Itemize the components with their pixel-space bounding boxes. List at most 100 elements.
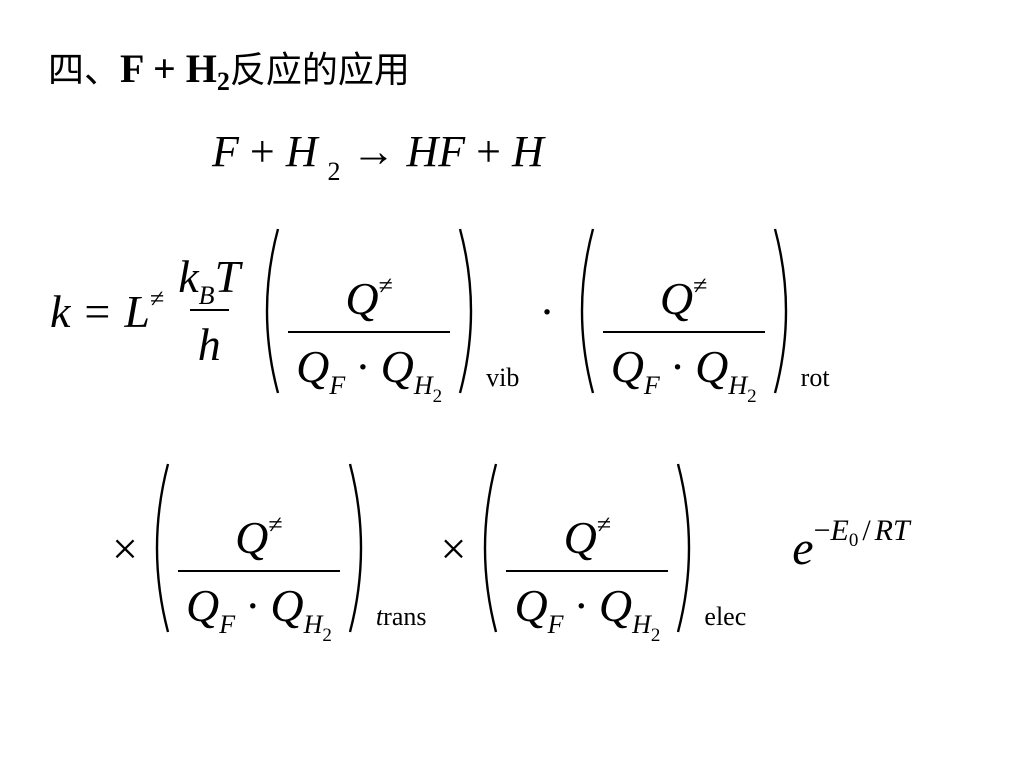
slide-heading: 四、F + H2反应的应用: [48, 44, 410, 96]
right-paren-icon: [771, 225, 799, 397]
rate-formula-line-2: × Q≠ QF·QH2 trans × Q≠ QF·QH2 elec e−E0/…: [112, 458, 910, 646]
left-paren-icon: [472, 460, 500, 636]
heading-reactant-sub: 2: [216, 67, 230, 96]
elec-ratio-group: Q≠ QF·QH2 elec: [472, 460, 747, 646]
q-activated: Q: [659, 273, 694, 324]
vib-numerator: Q≠: [337, 269, 401, 331]
boltzmann-exponential: e−E0/RT: [792, 515, 909, 576]
rate-formula-line-1: k = L≠ kBT h Q≠ QF·QH2 vib · Q≠ QF·QH2 r…: [50, 222, 830, 407]
q-f-sub: F: [329, 371, 346, 400]
kbt-numerator: kBT: [170, 247, 248, 309]
cdot: ·: [245, 580, 261, 631]
q-h-2: 2: [432, 386, 443, 407]
reaction-lhs-h: H: [285, 127, 318, 176]
q-activated: Q: [345, 273, 379, 324]
rot-numerator: Q≠: [652, 269, 716, 331]
exp-slash: /: [862, 513, 871, 547]
l-letter: L: [124, 285, 150, 337]
trans-label: trans: [376, 602, 427, 632]
q-neq: ≠: [596, 510, 612, 539]
elec-label: elec: [704, 602, 747, 631]
heading-prefix: 四、: [48, 50, 121, 91]
trans-ratio-group: Q≠ QF·QH2 trans: [144, 460, 427, 646]
q-f-sub: F: [547, 610, 564, 639]
q-h2: Q: [270, 580, 304, 631]
heading-reactant-f: F + H: [120, 46, 217, 91]
q-h2-sub: H2: [413, 371, 442, 407]
reaction-plus-2: +: [476, 127, 501, 176]
times-sign: ×: [440, 522, 467, 574]
q-h2: Q: [695, 341, 729, 392]
q-h-letter: H: [303, 610, 323, 639]
trans-label-rest: rans: [383, 602, 427, 631]
trans-fraction: Q≠ QF·QH2: [177, 508, 340, 646]
reaction-lhs-h-sub: 2: [327, 157, 341, 186]
vib-fraction: Q≠ QF·QH2: [288, 269, 451, 407]
trans-denominator: QF·QH2: [177, 570, 340, 646]
left-paren-icon: [254, 225, 282, 397]
q-neq: ≠: [378, 271, 393, 300]
rot-denominator: QF·QH2: [602, 331, 765, 407]
vib-ratio-group: Q≠ QF·QH2 vib: [254, 225, 520, 407]
exp-e-energy: E: [830, 513, 849, 547]
q-h-2: 2: [650, 625, 661, 646]
q-activated: Q: [563, 512, 597, 563]
cdot: ·: [355, 341, 371, 392]
cdot: ·: [669, 341, 686, 392]
q-h2-sub: H2: [728, 371, 756, 407]
reaction-arrow: →: [351, 127, 396, 176]
q-h-letter: H: [632, 610, 651, 639]
rate-k: k: [50, 285, 71, 337]
q-h2-sub: H2: [303, 610, 332, 646]
group-cdot: ·: [539, 285, 555, 337]
q-h2-sub: H2: [632, 610, 660, 646]
temperature-t: T: [214, 251, 241, 302]
equals-sign: =: [84, 285, 111, 337]
q-h-letter: H: [413, 371, 433, 400]
trans-numerator: Q≠: [227, 508, 291, 570]
elec-fraction: Q≠ QF·QH2: [506, 508, 669, 646]
exp-minus: −: [813, 513, 831, 547]
right-paren-icon: [456, 225, 484, 397]
times-sign: ×: [112, 522, 138, 574]
trans-label-t: t: [375, 602, 384, 631]
right-paren-icon: [346, 460, 374, 636]
planck-h: h: [189, 309, 229, 375]
cdot: ·: [573, 580, 589, 631]
q-h-letter: H: [728, 371, 748, 400]
q-h2: Q: [380, 341, 414, 392]
q-h-2: 2: [322, 625, 332, 646]
reaction-lhs-f: F: [212, 127, 239, 176]
heading-reactants: F + H2: [120, 46, 230, 95]
q-h-2: 2: [747, 386, 757, 407]
q-neq: ≠: [268, 510, 283, 539]
elec-denominator: QF·QH2: [506, 570, 669, 646]
right-paren-icon: [674, 460, 702, 636]
elec-numerator: Q≠: [556, 508, 620, 570]
vib-label: vib: [486, 363, 520, 392]
left-paren-icon: [144, 460, 172, 636]
l-neq-superscript: ≠: [149, 283, 165, 313]
q-f: Q: [610, 341, 644, 392]
reaction-rhs-h: H: [511, 127, 544, 176]
q-f-sub: F: [219, 610, 236, 639]
exp-e-sub: 0: [848, 529, 859, 551]
l-symbol: L≠: [124, 285, 164, 338]
left-paren-icon: [569, 225, 597, 397]
rot-fraction: Q≠ QF·QH2: [602, 269, 765, 407]
q-f: Q: [296, 341, 330, 392]
exp-rt: RT: [874, 513, 910, 547]
q-f: Q: [185, 580, 220, 631]
heading-suffix: 反应的应用: [229, 50, 410, 91]
boltzmann-k: k: [178, 251, 199, 302]
q-f-sub: F: [643, 371, 660, 400]
q-h2: Q: [598, 580, 633, 631]
q-activated: Q: [235, 512, 269, 563]
kbt-over-h-fraction: kBT h: [170, 247, 248, 375]
vib-denominator: QF·QH2: [288, 331, 451, 407]
exp-base-e: e: [792, 521, 814, 575]
exp-power: −E0/RT: [813, 513, 910, 550]
reaction-plus-1: +: [249, 127, 275, 176]
reaction-rhs-hf: HF: [406, 127, 466, 176]
